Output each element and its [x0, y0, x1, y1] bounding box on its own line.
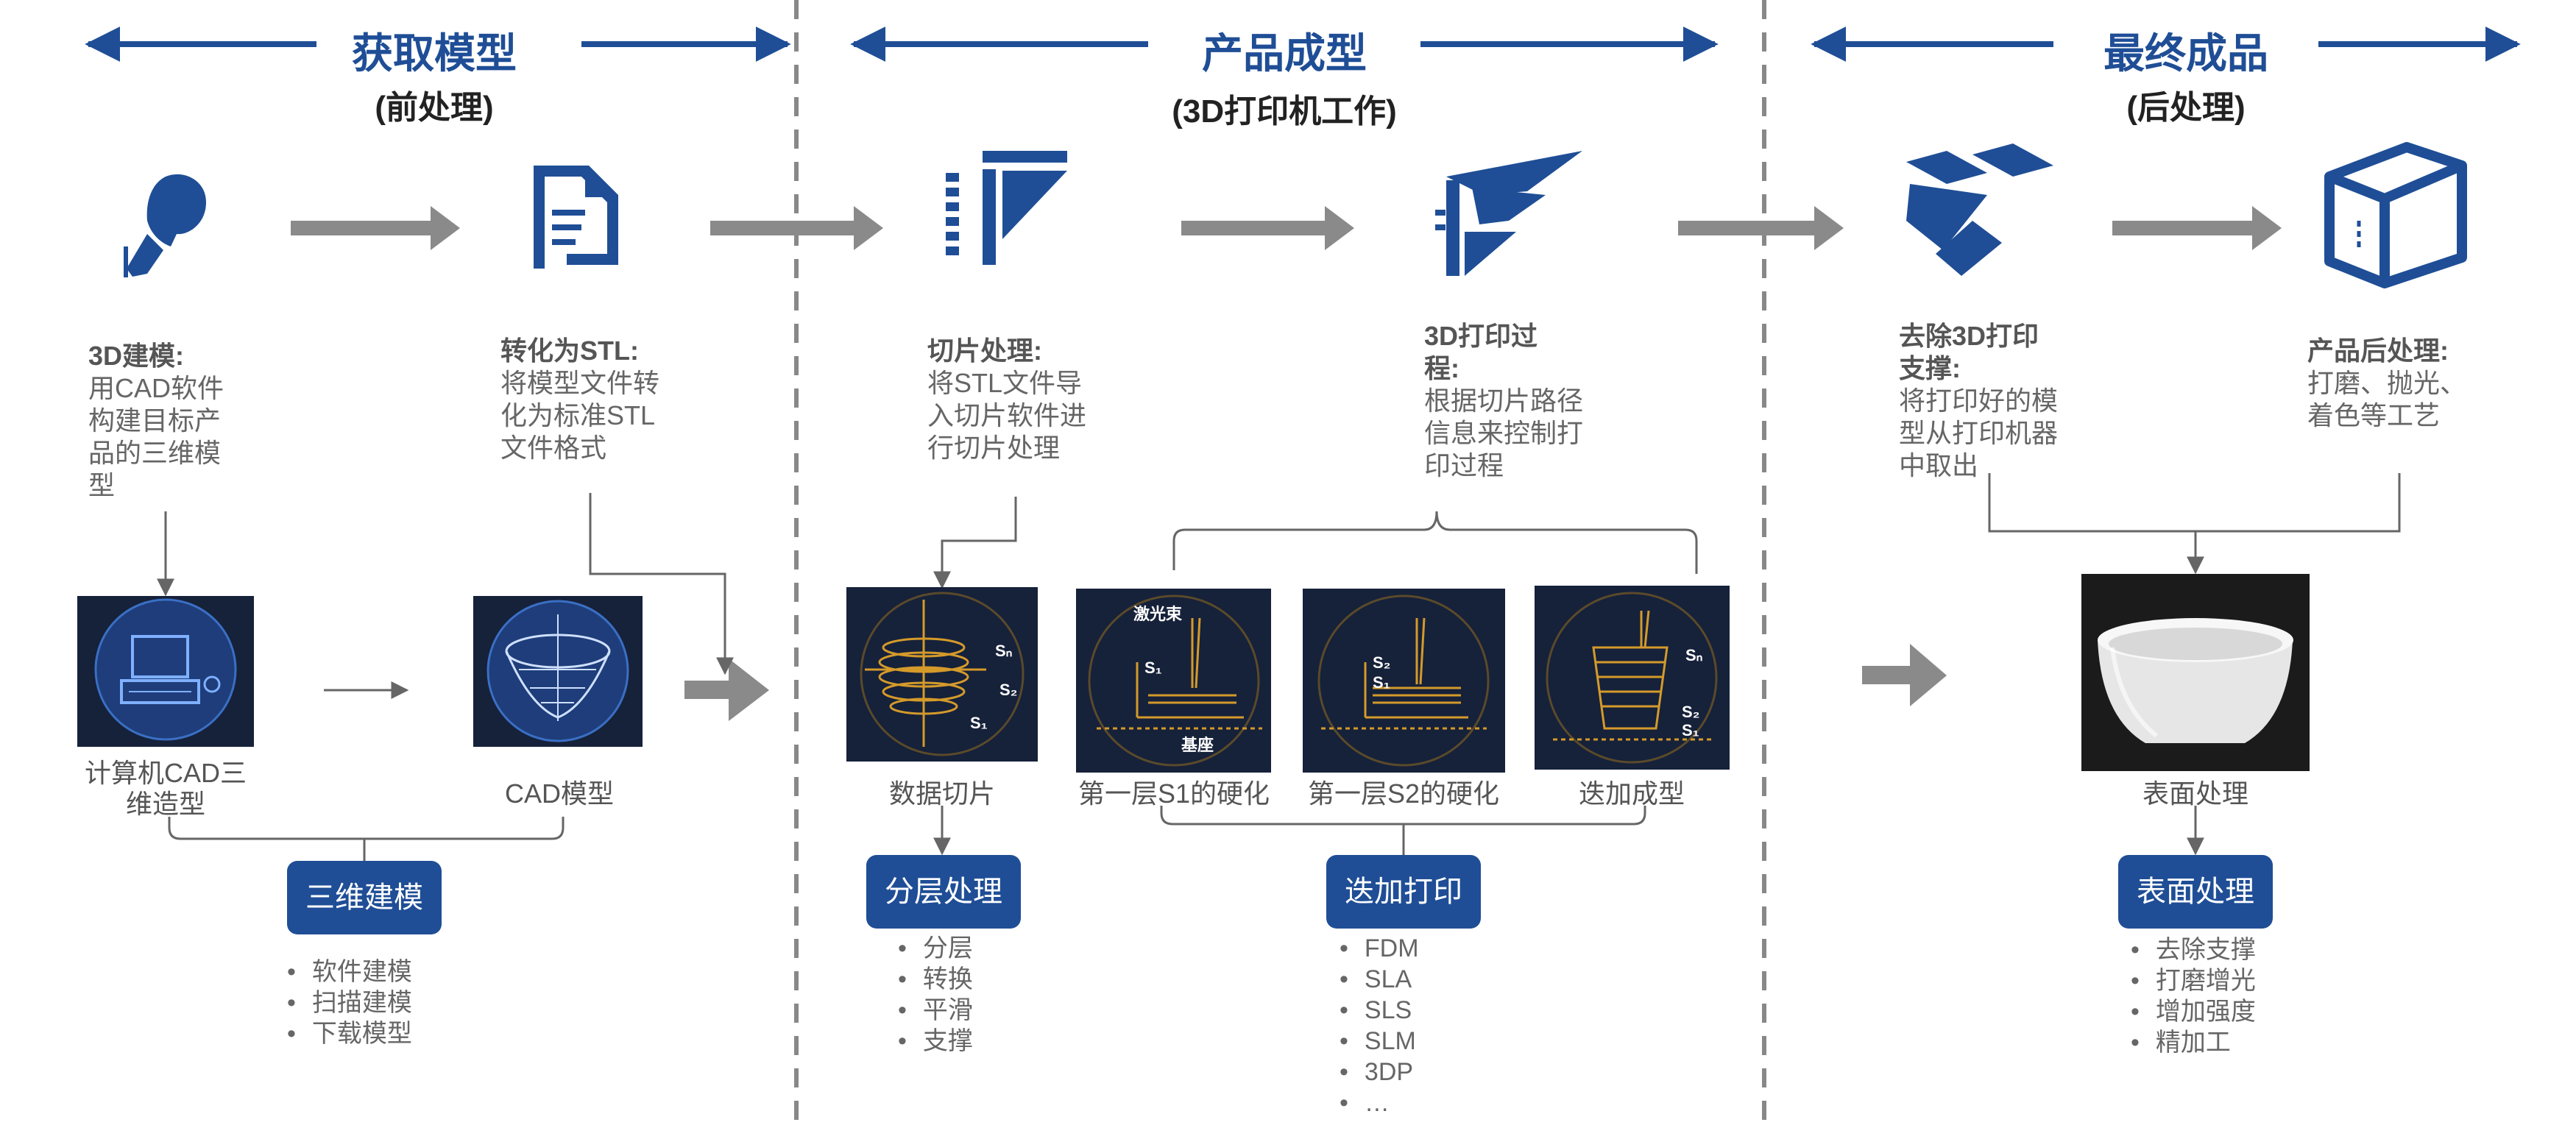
list-item: FDM: [1340, 933, 1419, 964]
connector-lines: [157, 473, 2401, 865]
layer-s1-image: [1076, 589, 1271, 773]
step-title: 去除3D打印: [1899, 321, 2039, 351]
list-surface-steps: 去除支撑 打磨增光 增加强度 精加工: [2131, 934, 2256, 1058]
step-line: 打磨、抛光、: [2307, 368, 2467, 398]
step-title: 3D打印过: [1424, 321, 1538, 351]
step-title-cont: 支撑:: [1899, 353, 1961, 383]
computer-cad-image: [77, 596, 254, 747]
step-line: 型从打印机器: [1899, 418, 2059, 448]
caption-bowl: 表面处理: [2142, 778, 2248, 809]
caption-computer-cad: 计算机CAD三 维造型: [26, 758, 305, 820]
step-line: 着色等工艺: [2307, 400, 2441, 430]
step-line: 行切片处理: [927, 433, 1061, 463]
s1-label-base: 基座: [1181, 736, 1214, 754]
list-item: 分层: [898, 933, 973, 964]
list-item: …: [1340, 1087, 1419, 1118]
caption-line: 维造型: [125, 789, 205, 819]
caption-cad-model: CAD模型: [504, 778, 614, 809]
step-line: 将打印好的模: [1899, 386, 2059, 416]
caption-layer-s2: 第一层S2的硬化: [1307, 778, 1500, 809]
list-item: 去除支撑: [2131, 934, 2256, 965]
list-modeling-methods: 软件建模 扫描建模 下载模型: [287, 957, 412, 1049]
step-printing: 3D打印过 程: 根据切片路径 信息来控制打 印过程: [1424, 320, 1616, 482]
step-line: 将STL文件导: [927, 368, 1083, 398]
person-modeling-icon: [124, 174, 206, 277]
slice-label-s1: S₁: [970, 714, 988, 732]
step-convert-stl: 转化为STL: 将模型文件转 化为标准STL 文件格式: [500, 335, 692, 464]
step-3d-modeling: 3D建模: 用CAD软件 构建目标产 品的三维模 型: [88, 340, 265, 502]
bowl-image: [2081, 574, 2310, 771]
add-label-sn: Sₙ: [1685, 646, 1703, 664]
list-item: 打磨增光: [2131, 965, 2256, 996]
step-line: 用CAD软件: [88, 373, 224, 403]
step-line: 化为标准STL: [500, 400, 656, 430]
list-item: 增加强度: [2131, 996, 2256, 1027]
slice-label-sn: Sₙ: [995, 642, 1013, 660]
list-item: SLS: [1340, 995, 1419, 1026]
step-title: 转化为STL:: [500, 336, 639, 366]
layer-s2-image: [1303, 589, 1505, 773]
list-item: 3DP: [1340, 1057, 1419, 1087]
step-line: 品的三维模: [88, 438, 222, 468]
section-subtitle-final: (后处理): [2126, 90, 2246, 126]
button-layer-processing[interactable]: 分层处理: [866, 855, 1021, 929]
flow-arrows: [291, 206, 2282, 721]
remove-support-icon: [1906, 143, 2053, 276]
caption-additive: 迭加成型: [1578, 778, 1685, 809]
list-item: 精加工: [2131, 1027, 2256, 1058]
list-item: SLM: [1340, 1026, 1419, 1057]
section-subtitle-model: (前处理): [375, 90, 494, 126]
step-line: 入切片软件进: [927, 400, 1087, 430]
slicing-icon: [946, 151, 1067, 265]
post-processing-cube-icon: [2324, 142, 2467, 288]
button-additive-printing[interactable]: 迭加打印: [1326, 855, 1481, 929]
step-line: 文件格式: [500, 433, 607, 463]
step-line: 型: [88, 470, 116, 500]
button-surface-treatment[interactable]: 表面处理: [2118, 855, 2273, 929]
step-title: 3D建模:: [88, 341, 185, 371]
stl-document-icon: [534, 166, 618, 269]
data-slice-image: [846, 587, 1038, 762]
step-line: 信息来控制打: [1424, 418, 1584, 448]
step-line: 将模型文件转: [500, 368, 660, 398]
step-title-cont: 程:: [1424, 353, 1459, 383]
s1-label-laser: 激光束: [1133, 605, 1183, 623]
s2-label-s2: S₂: [1373, 653, 1390, 672]
section-title-final: 最终成品: [2103, 30, 2268, 77]
list-item: 下载模型: [287, 1018, 412, 1049]
step-slicing: 切片处理: 将STL文件导 入切片软件进 行切片处理: [927, 335, 1119, 464]
step-title: 产品后处理:: [2307, 336, 2449, 366]
step-title: 切片处理:: [927, 336, 1042, 366]
step-remove-support: 去除3D打印 支撑: 将打印好的模 型从打印机器 中取出: [1899, 320, 2090, 482]
list-item: 支撑: [898, 1026, 973, 1057]
caption-layer-s1: 第一层S1的硬化: [1078, 778, 1270, 809]
list-item: 转换: [898, 964, 973, 995]
section-title-forming: 产品成型: [1202, 30, 1367, 77]
list-item: 扫描建模: [287, 987, 412, 1018]
printing-process-icon: [1435, 151, 1582, 276]
step-line: 印过程: [1424, 450, 1504, 480]
step-line: 构建目标产: [88, 405, 222, 436]
button-3d-modeling[interactable]: 三维建模: [287, 861, 442, 934]
step-line: 中取出: [1899, 450, 1979, 480]
s2-label-s1: S₁: [1373, 673, 1390, 692]
additive-image: [1535, 586, 1730, 770]
add-label-s2: S₂: [1682, 703, 1699, 721]
section-subtitle-forming: (3D打印机工作): [1172, 93, 1397, 129]
list-item: 平滑: [898, 995, 973, 1026]
section-title-model: 获取模型: [352, 30, 517, 77]
add-label-s1: S₁: [1682, 721, 1699, 739]
step-line: 根据切片路径: [1424, 386, 1584, 416]
list-print-technologies: FDM SLA SLS SLM 3DP …: [1340, 933, 1419, 1118]
list-layer-steps: 分层 转换 平滑 支撑: [898, 933, 973, 1057]
caption-data-slice: 数据切片: [888, 778, 995, 809]
list-item: 软件建模: [287, 957, 412, 987]
s1-label-s1: S₁: [1144, 659, 1162, 677]
list-item: SLA: [1340, 964, 1419, 995]
step-post-processing: 产品后处理: 打磨、抛光、 着色等工艺: [2307, 335, 2499, 432]
slice-label-s2: S₂: [999, 681, 1017, 699]
cad-model-image: [473, 596, 643, 747]
caption-line: 计算机CAD三: [84, 758, 247, 788]
